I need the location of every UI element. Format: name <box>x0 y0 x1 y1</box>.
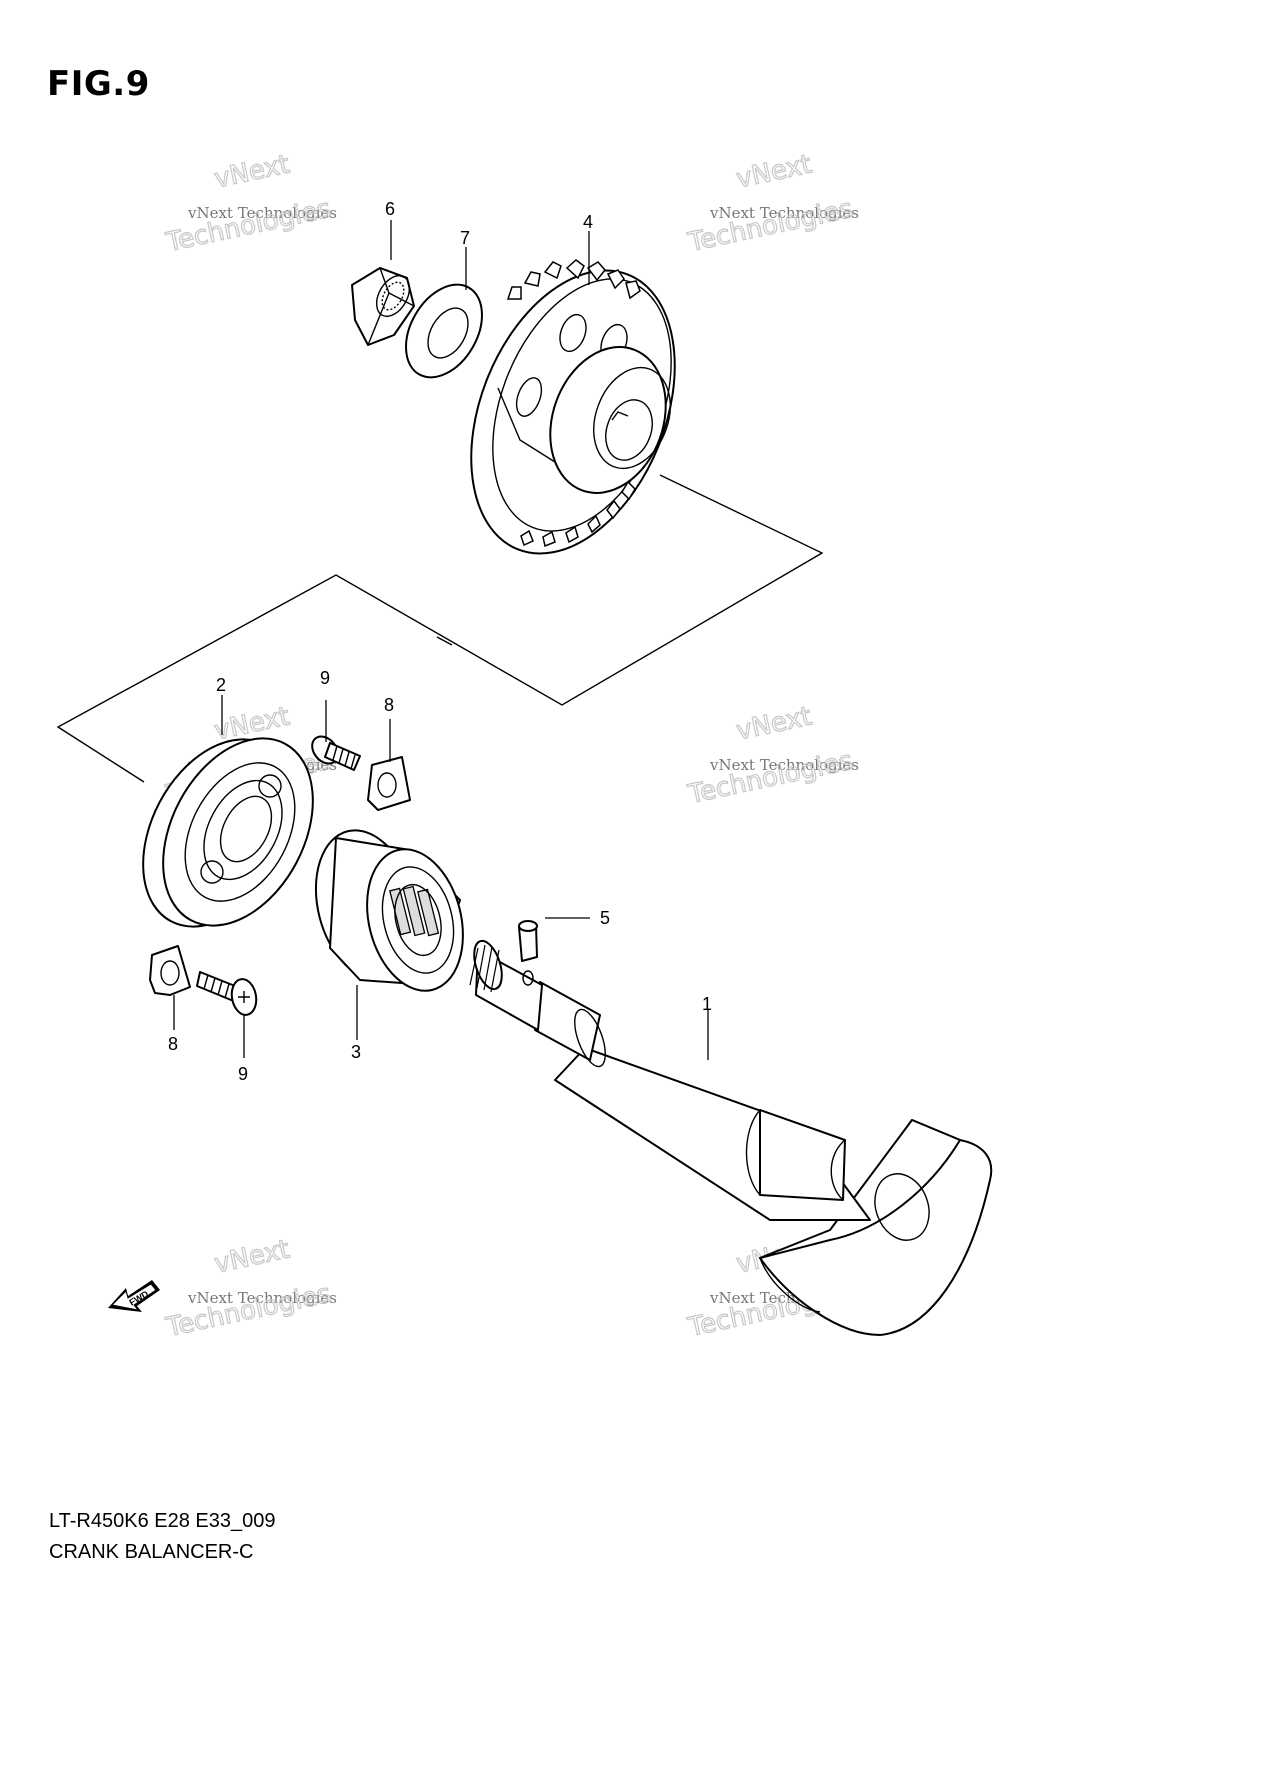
callout-3: 3 <box>351 1042 361 1062</box>
model-code: LT-R450K6 E28 E33_009 <box>49 1510 276 1532</box>
callout-9a: 9 <box>320 668 330 688</box>
svg-text:vNext: vNext <box>212 149 293 194</box>
svg-text:vNext: vNext <box>734 149 815 194</box>
callout-8a: 8 <box>384 695 394 715</box>
figure-title: FIG.9 <box>47 64 150 104</box>
leader-lines <box>173 220 709 1060</box>
callout-1: 1 <box>702 994 712 1014</box>
callout-9b: 9 <box>238 1064 248 1084</box>
plate-part-8-lower <box>149 945 191 996</box>
svg-text:vNext: vNext <box>212 1234 293 1279</box>
callout-2: 2 <box>216 675 226 695</box>
diagram-name: CRANK BALANCER-C <box>49 1541 254 1563</box>
watermark-middle-right: vNext vNext Technologies Technologies <box>684 701 859 811</box>
nut-part-6 <box>351 267 415 346</box>
svg-text:vNext: vNext <box>734 701 815 746</box>
callout-6: 6 <box>385 199 395 219</box>
pin-part-5 <box>518 920 538 962</box>
assembly-outline <box>56 474 824 783</box>
callout-7: 7 <box>460 228 470 248</box>
svg-text:vNext Technologies: vNext Technologies <box>709 756 859 774</box>
callout-4: 4 <box>583 212 593 232</box>
callouts: 6 7 4 2 9 8 5 1 3 8 9 <box>168 199 712 1084</box>
svg-text:vNext Technologies: vNext Technologies <box>187 204 337 222</box>
watermark-top-right: vNext vNext Technologies Technologies <box>684 149 859 259</box>
forward-direction-arrow: FWD <box>108 1280 160 1312</box>
needle-bearing-part-3 <box>314 829 464 992</box>
svg-text:vNext Technologies: vNext Technologies <box>709 204 859 222</box>
balancer-shaft-part-1 <box>469 939 993 1336</box>
plate-part-8-upper <box>367 756 411 811</box>
svg-text:vNext Technologies: vNext Technologies <box>187 1289 337 1307</box>
ball-bearing-part-2 <box>142 737 314 928</box>
screw-part-9-lower <box>196 971 258 1016</box>
washer-part-7 <box>405 283 483 379</box>
callout-5: 5 <box>600 908 610 928</box>
callout-8b: 8 <box>168 1034 178 1054</box>
bolt-part-9-upper <box>311 735 361 771</box>
watermark-bottom-left: vNext vNext Technologies Technologies <box>162 1234 337 1344</box>
watermark-top-left: vNext vNext Technologies Technologies <box>162 149 337 259</box>
balancer-gear-part-4 <box>470 259 676 555</box>
